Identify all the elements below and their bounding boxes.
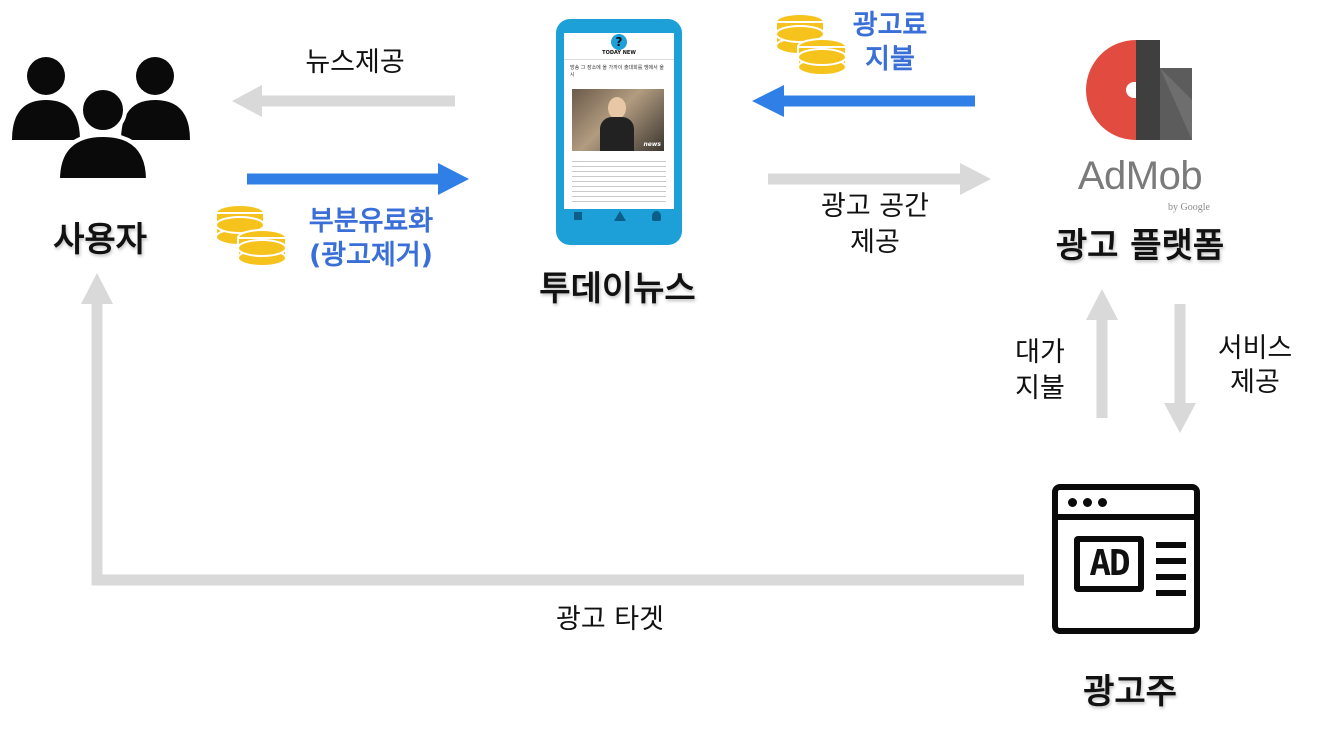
phone-photo: news: [572, 89, 664, 151]
node-users: 사용자: [53, 220, 147, 260]
phone-bottom-nav: [564, 209, 674, 223]
label-payment-1: 대가: [1015, 337, 1065, 368]
arrow-payment: [1086, 289, 1118, 418]
node-app: 투데이뉴스: [539, 269, 696, 309]
phone-screen: ? TODAY NEW 방송 그 장소에 올 가까이 출대회를 맹에서 울시 n…: [564, 33, 674, 223]
arrow-ad-space: [768, 163, 991, 195]
node-advertiser: 광고주: [1083, 672, 1177, 712]
ad-window-icon: AD: [1052, 484, 1200, 634]
label-ad-fee-1: 광고료: [852, 10, 928, 41]
arrow-service: [1164, 304, 1196, 433]
arrow-news-provide: [232, 85, 455, 117]
label-freemium-2: (광고제거): [308, 240, 434, 271]
admob-byline: by Google: [1168, 202, 1210, 213]
up-arrow-icon: [614, 211, 626, 221]
node-platform: 광고 플랫폼: [1055, 226, 1225, 266]
phone-header-text: TODAY NEW: [602, 50, 636, 56]
admob-wordmark: AdMob: [1077, 154, 1203, 198]
phone-headline: 방송 그 장소에 올 가까이 출대회를 맹에서 울시: [570, 65, 664, 78]
profile-icon: [652, 211, 661, 221]
arrow-ad-fee: [752, 85, 975, 117]
ad-badge: AD: [1074, 536, 1144, 592]
label-news-provide: 뉴스제공: [305, 47, 405, 78]
phone-news-tag: news: [643, 141, 661, 148]
label-service-2: 제공: [1230, 367, 1280, 398]
phone-body-text: [572, 157, 666, 203]
label-freemium-1: 부분유료화: [308, 206, 434, 237]
label-ad-target: 광고 타겟: [556, 604, 664, 635]
label-service-1: 서비스: [1217, 333, 1293, 364]
arrow-freemium: [247, 163, 469, 195]
label-ad-fee-2: 지불: [865, 44, 915, 75]
phone-app-header: ? TODAY NEW: [564, 33, 674, 60]
phone-device: ? TODAY NEW 방송 그 장소에 올 가까이 출대회를 맹에서 울시 n…: [556, 19, 682, 245]
label-ad-space-2: 제공: [850, 227, 900, 258]
label-ad-space-1: 광고 공간: [821, 191, 929, 222]
label-payment-2: 지불: [1015, 373, 1065, 404]
arrow-ad-target: [81, 273, 1024, 586]
ad-badge-text: AD: [1089, 543, 1130, 584]
home-icon: [574, 212, 582, 220]
